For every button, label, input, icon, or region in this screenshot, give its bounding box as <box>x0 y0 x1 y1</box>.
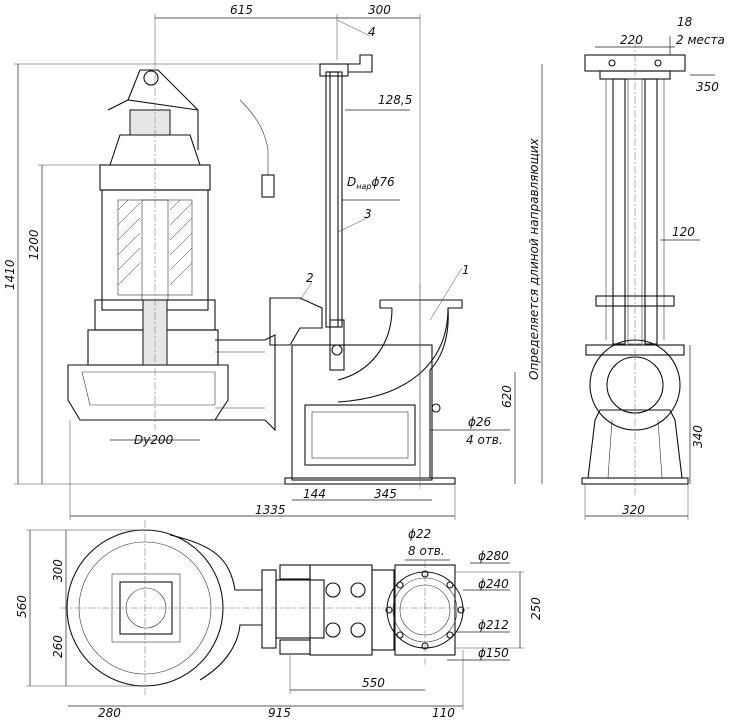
dim-560: 560 <box>15 595 29 618</box>
dim-345: 345 <box>374 487 397 501</box>
side-view <box>581 40 689 495</box>
dim-350: 350 <box>696 80 719 94</box>
pump-front-view <box>67 60 276 432</box>
callout-2: 2 <box>306 271 314 285</box>
dim-615: 615 <box>230 3 253 17</box>
dim-1200: 1200 <box>27 229 41 260</box>
dim-1335: 1335 <box>255 503 286 517</box>
dimension-lines <box>14 14 715 710</box>
plan-view <box>60 520 470 695</box>
dim-340: 340 <box>691 425 705 448</box>
dim-620: 620 <box>500 385 514 408</box>
dim-2-mesta: 2 места <box>676 33 725 47</box>
dim-250: 250 <box>529 597 543 620</box>
coupling-base-front <box>269 285 463 490</box>
dim-212-phi: ϕ212 <box>478 618 509 632</box>
dim-280-bottom: 280 <box>98 706 121 720</box>
dim-4-otv: 4 отв. <box>466 433 503 447</box>
dim-8-otv: 8 отв. <box>408 544 445 558</box>
callout-3: 3 <box>364 207 372 221</box>
dim-550: 550 <box>362 676 385 690</box>
callout-4: 4 <box>368 25 376 39</box>
dim-18: 18 <box>677 15 693 29</box>
guide-rails-front <box>319 54 373 371</box>
dim-110: 110 <box>432 706 455 720</box>
dimension-labels: 615 300 18 220 2 места 350 128,5 Dнарϕ76… <box>3 3 725 720</box>
dim-26: ϕ26 <box>468 415 492 429</box>
dim-22: ϕ22 <box>408 527 431 541</box>
dim-915: 915 <box>268 706 291 720</box>
dim-120: 120 <box>672 225 695 239</box>
part-callouts: 1 2 3 4 <box>306 25 470 285</box>
dim-280-phi: ϕ280 <box>478 549 509 563</box>
dim-dy200: Dy200 <box>134 433 174 447</box>
dim-150-phi: ϕ150 <box>478 646 509 660</box>
dim-220: 220 <box>620 33 643 47</box>
dim-144: 144 <box>303 487 326 501</box>
dim-dnar: Dнарϕ76 <box>347 175 395 191</box>
dim-1410: 1410 <box>3 259 17 290</box>
note-guides-length: Определяется длиной направляющих <box>527 137 541 380</box>
dim-300-top: 300 <box>368 3 391 17</box>
callout-1: 1 <box>462 263 470 277</box>
dim-240-phi: ϕ240 <box>478 577 509 591</box>
dim-260: 260 <box>51 635 65 658</box>
dim-128-5: 128,5 <box>378 93 412 107</box>
dim-300-left: 300 <box>51 559 65 582</box>
dim-320: 320 <box>622 503 645 517</box>
